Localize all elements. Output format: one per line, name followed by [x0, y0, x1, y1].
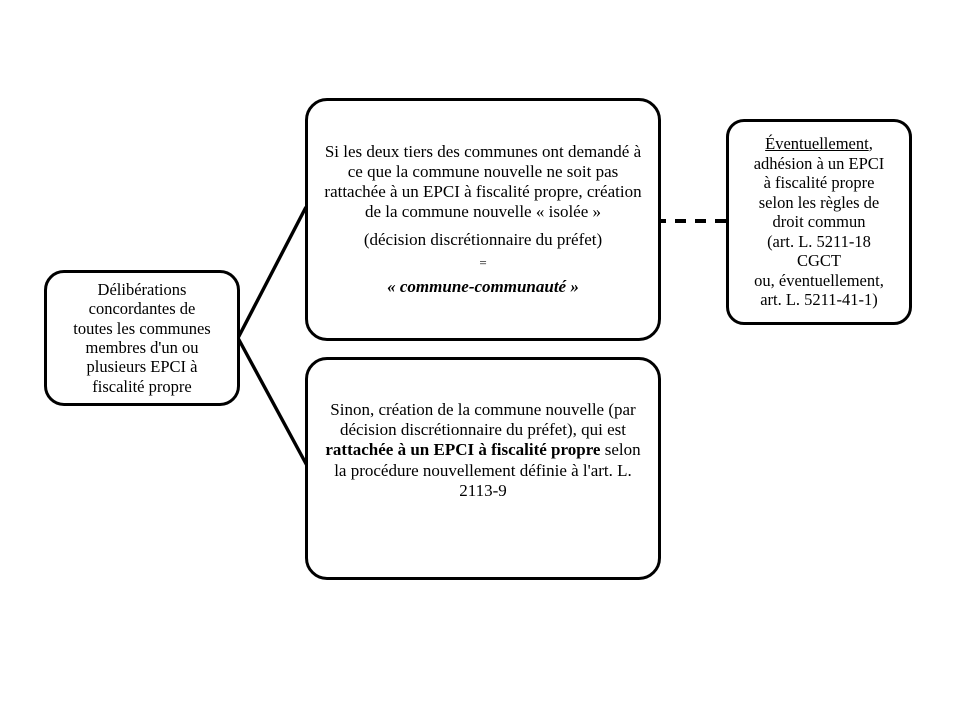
node-sinon-creation[interactable]: Sinon, création de la commune nouvelle (… — [305, 357, 661, 580]
connector-deliberations-to-commune-isolee — [236, 206, 308, 339]
node-sinon-creation-text-bold: rattachée à un EPCI à fiscalité propre — [325, 440, 601, 460]
node-adhesion-epci-underlined-word: Éventuellement — [765, 134, 869, 154]
node-adhesion-epci-comma: , — [868, 134, 873, 154]
node-sinon-creation-text-part-1: Sinon, création de la commune nouvelle (… — [330, 400, 636, 440]
node-sinon-creation-text: Sinon, création de la commune nouvelle (… — [320, 400, 646, 500]
node-sinon-creation-text-part-2: selon la procédure nouvellement définie … — [334, 440, 641, 500]
connector-deliberations-to-sinon-creation — [236, 337, 313, 474]
node-sinon-creation-body: Sinon, création de la commune nouvelle (… — [308, 400, 658, 500]
node-commune-isolee-paragraph-2: (décision discrétionnaire du préfet) — [363, 230, 603, 250]
node-commune-isolee-paragraph-1: Si les deux tiers des communes ont deman… — [324, 142, 642, 222]
node-commune-isolee-paragraph-3: « commune-communauté » — [387, 276, 579, 296]
node-commune-isolee-body: Si les deux tiers des communes ont deman… — [308, 142, 658, 296]
node-commune-isolee-equals-sign: = — [479, 255, 487, 271]
node-commune-isolee[interactable]: Si les deux tiers des communes ont deman… — [305, 98, 661, 341]
